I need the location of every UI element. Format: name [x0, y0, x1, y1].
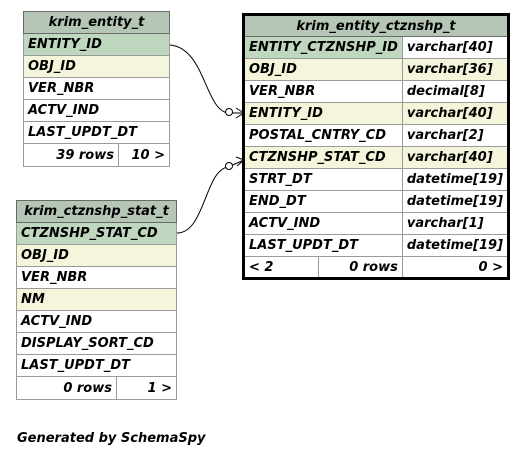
column-end-dt[interactable]: END_DT: [243, 190, 403, 213]
column-ver-nbr[interactable]: VER_NBR: [16, 266, 177, 289]
ctznshp-stat-optional-marker: [225, 162, 233, 170]
column-actv-ind[interactable]: ACTV_IND: [16, 310, 177, 333]
table-title[interactable]: krim_entity_ctznshp_t: [243, 14, 509, 37]
column-strt-dt[interactable]: STRT_DT: [243, 168, 403, 191]
column-actv-ind[interactable]: ACTV_IND: [243, 212, 403, 235]
entity-id-optional-marker: [225, 108, 233, 116]
column-last-updt-dt[interactable]: LAST_UPDT_DT: [243, 234, 403, 257]
children-count-link[interactable]: 0 >: [401, 256, 509, 279]
column-entity-ctznshp-id[interactable]: ENTITY_CTZNSHP_ID: [243, 36, 403, 59]
column-type: varchar[40]: [401, 102, 509, 125]
column-ctznshp-stat-cd[interactable]: CTZNSHP_STAT_CD: [16, 222, 177, 245]
column-nm[interactable]: NM: [16, 288, 177, 311]
column-type: decimal[8]: [401, 80, 509, 103]
column-type: datetime[19]: [401, 234, 509, 257]
row-count: 39 rows: [23, 143, 119, 167]
column-last-updt-dt[interactable]: LAST_UPDT_DT: [16, 354, 177, 377]
column-ctznshp-stat-cd[interactable]: CTZNSHP_STAT_CD: [243, 146, 403, 169]
row-count: 0 rows: [16, 376, 117, 400]
table-krim-entity-t[interactable]: krim_entity_t ENTITY_ID OBJ_ID VER_NBR A…: [23, 11, 170, 167]
column-type: varchar[40]: [401, 36, 509, 59]
ctznshp-stat-relationship: [176, 159, 245, 234]
table-title[interactable]: krim_entity_t: [23, 11, 170, 34]
column-obj-id[interactable]: OBJ_ID: [16, 244, 177, 267]
column-entity-id[interactable]: ENTITY_ID: [23, 33, 170, 56]
column-postal-cntry-cd[interactable]: POSTAL_CNTRY_CD: [243, 124, 403, 147]
parents-count-link[interactable]: < 2: [243, 256, 319, 279]
row-count: 0 rows: [318, 256, 403, 279]
table-krim-entity-ctznshp-t[interactable]: krim_entity_ctznshp_t ENTITY_CTZNSHP_ID …: [242, 13, 510, 280]
column-obj-id[interactable]: OBJ_ID: [23, 55, 170, 78]
column-type: varchar[2]: [401, 124, 509, 147]
column-type: varchar[1]: [401, 212, 509, 235]
children-count-link[interactable]: 10 >: [118, 143, 170, 167]
column-last-updt-dt[interactable]: LAST_UPDT_DT: [23, 121, 170, 144]
column-type: datetime[19]: [401, 190, 509, 213]
generated-by-text: Generated by SchemaSpy: [17, 431, 206, 446]
table-krim-ctznshp-stat-t[interactable]: krim_ctznshp_stat_t CTZNSHP_STAT_CD OBJ_…: [16, 200, 177, 400]
children-count-link[interactable]: 1 >: [116, 376, 177, 400]
column-ver-nbr[interactable]: VER_NBR: [243, 80, 403, 103]
column-type: datetime[19]: [401, 168, 509, 191]
entity-id-relationship: [169, 44, 244, 114]
column-actv-ind[interactable]: ACTV_IND: [23, 99, 170, 122]
column-type: varchar[40]: [401, 146, 509, 169]
column-type: varchar[36]: [401, 58, 509, 81]
table-title[interactable]: krim_ctznshp_stat_t: [16, 200, 177, 223]
column-entity-id[interactable]: ENTITY_ID: [243, 102, 403, 125]
column-obj-id[interactable]: OBJ_ID: [243, 58, 403, 81]
column-display-sort-cd[interactable]: DISPLAY_SORT_CD: [16, 332, 177, 355]
column-ver-nbr[interactable]: VER_NBR: [23, 77, 170, 100]
